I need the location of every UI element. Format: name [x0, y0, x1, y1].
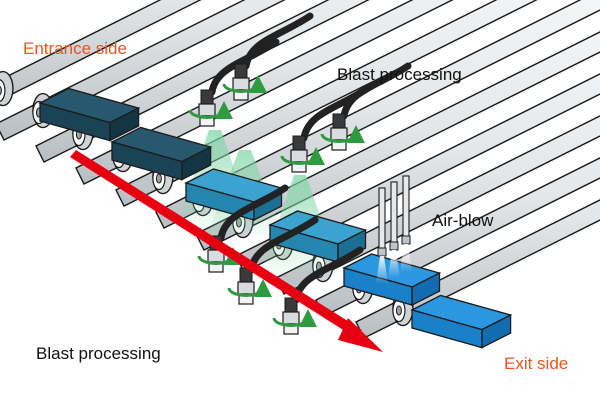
air-nozzle-icon [376, 187, 388, 284]
workpiece-side [337, 228, 367, 264]
nozzle-cap [284, 297, 298, 313]
flow-arrow-shaft [70, 150, 362, 338]
roller [0, 0, 202, 107]
air-blow-label: Air-blow [432, 211, 494, 230]
air-nozzle-tip [401, 235, 411, 245]
blast-hose [242, 12, 314, 70]
nozzle-cap [292, 135, 306, 151]
air-jet [400, 244, 412, 272]
nozzle-body [198, 103, 216, 117]
workpiece-unprocessed [38, 87, 141, 142]
blast-nozzle-icon [188, 38, 280, 127]
blast-hose [217, 184, 289, 242]
air-nozzle-icon [388, 181, 400, 278]
workpieces [38, 87, 513, 349]
nozzle-body [330, 127, 348, 141]
blast-guns [188, 12, 412, 335]
roller-hub [0, 79, 6, 102]
roller-shaft [0, 0, 202, 101]
roller-shaft [155, 0, 600, 229]
air-nozzle-tip [389, 241, 399, 251]
roller-shaft [355, 199, 600, 339]
flow-arrow-head [338, 318, 383, 352]
nozzle-body [232, 77, 250, 91]
air-pipe [378, 187, 386, 251]
roller-axle [395, 305, 402, 316]
nozzle-cap [234, 63, 248, 79]
blast-hose [340, 62, 412, 120]
workpiece-unprocessed [110, 126, 213, 181]
workpiece-processing [184, 168, 284, 222]
workpiece-processed [342, 253, 442, 307]
workpiece-side [181, 145, 212, 181]
nozzle-body [282, 311, 300, 325]
air-blow-unit [376, 175, 412, 284]
blast-nozzle-icon [320, 62, 412, 151]
exit-side-label: Exit side [504, 354, 569, 373]
rotation-arrow-icon [227, 279, 272, 298]
rotation-arrow-icon [272, 309, 317, 328]
air-nozzle-icon [400, 175, 412, 272]
blast-hose [208, 38, 280, 96]
air-nozzle-tip [377, 247, 387, 257]
blast-processing-upper-label: Blast processing [337, 65, 462, 84]
flow-arrow-icon [70, 150, 383, 352]
air-jet [376, 256, 388, 284]
rotation-arrow-icon [188, 101, 233, 120]
nozzle-cap [332, 113, 346, 129]
nozzle-body [290, 149, 308, 163]
blast-nozzle-icon [222, 12, 314, 101]
entrance-side-label: Entrance side [23, 39, 127, 58]
workpiece-processed [410, 294, 513, 349]
workpiece-side [481, 313, 512, 349]
rotation-arrow-icon [320, 125, 365, 144]
rotation-arrow-icon [280, 147, 325, 166]
blast-processing-lower-label: Blast processing [36, 344, 161, 363]
air-jet [388, 250, 400, 278]
roller-axle [0, 85, 2, 96]
rotation-arrow-icon [222, 75, 267, 94]
workpiece-side [411, 271, 441, 307]
air-pipe [390, 181, 398, 245]
nozzle-body [237, 281, 255, 295]
air-pipe [402, 175, 410, 239]
roller-axle [155, 173, 162, 184]
nozzle-cap [200, 89, 214, 105]
workpiece-processing [268, 210, 368, 264]
workpiece-side [109, 106, 140, 142]
